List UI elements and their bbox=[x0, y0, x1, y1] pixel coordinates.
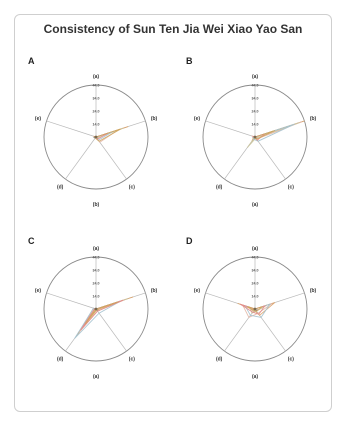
series-polygon bbox=[239, 303, 267, 315]
radar-panel-b: B4.014.024.034.044.0(a)(b)(c)(d)(e)(a) bbox=[186, 56, 317, 208]
axis-label-e: (e) bbox=[35, 116, 41, 122]
spoke-c bbox=[95, 308, 127, 352]
center-dot bbox=[94, 307, 98, 311]
tick-label: 14.0 bbox=[93, 294, 100, 298]
tick-label: 14.0 bbox=[252, 122, 259, 126]
panel-letter: D bbox=[186, 236, 193, 246]
tick-label: 24.0 bbox=[252, 281, 259, 285]
center-dot bbox=[94, 135, 98, 139]
radar-panel-d: D4.014.024.034.044.0(a)(b)(c)(d)(e)(a) bbox=[186, 236, 317, 380]
tick-label: 14.0 bbox=[252, 294, 259, 298]
axis-label-c: (c) bbox=[288, 356, 294, 362]
figure-frame: Consistency of Sun Ten Jia Wei Xiao Yao … bbox=[14, 14, 332, 412]
axis-label-e: (e) bbox=[35, 288, 41, 294]
tick-label: 34.0 bbox=[252, 268, 259, 272]
tick-label: 14.0 bbox=[93, 122, 100, 126]
bottom-label: (b) bbox=[93, 202, 100, 208]
axis-label-e: (e) bbox=[194, 116, 200, 122]
panel-letter: B bbox=[186, 56, 193, 66]
series-polygon bbox=[78, 298, 126, 333]
axis-label-b: (b) bbox=[310, 116, 317, 122]
bottom-label: (a) bbox=[252, 202, 258, 208]
axis-label-d: (d) bbox=[216, 184, 223, 190]
axis-label-d: (d) bbox=[216, 356, 223, 362]
axis-label-e: (e) bbox=[194, 288, 200, 294]
center-dot bbox=[253, 307, 257, 311]
spoke-d bbox=[65, 136, 97, 180]
tick-label: 34.0 bbox=[252, 96, 259, 100]
axis-label-a: (a) bbox=[93, 74, 99, 80]
spoke-c bbox=[95, 136, 127, 180]
spoke-c bbox=[254, 136, 286, 180]
spoke-e bbox=[46, 120, 97, 138]
axis-label-c: (c) bbox=[129, 184, 135, 190]
spoke-e bbox=[46, 292, 97, 310]
series-polygon bbox=[247, 306, 263, 312]
tick-label: 44.0 bbox=[252, 255, 259, 259]
axis-label-b: (b) bbox=[151, 116, 158, 122]
tick-label: 44.0 bbox=[93, 255, 100, 259]
axis-label-a: (a) bbox=[252, 74, 258, 80]
panel-letter: C bbox=[28, 236, 35, 246]
series-polygon bbox=[75, 296, 134, 337]
tick-label: 44.0 bbox=[252, 83, 259, 87]
axis-label-a: (a) bbox=[252, 246, 258, 252]
figure-title: Consistency of Sun Ten Jia Wei Xiao Yao … bbox=[43, 22, 303, 36]
bottom-label: (a) bbox=[252, 374, 258, 380]
axis-label-c: (c) bbox=[288, 184, 294, 190]
tick-label: 44.0 bbox=[93, 83, 100, 87]
spoke-c bbox=[254, 308, 286, 352]
center-dot bbox=[253, 135, 257, 139]
axis-label-c: (c) bbox=[129, 356, 135, 362]
tick-label: 24.0 bbox=[93, 109, 100, 113]
axis-label-d: (d) bbox=[57, 356, 64, 362]
tick-label: 24.0 bbox=[252, 109, 259, 113]
spoke-d bbox=[224, 308, 256, 352]
radar-panel-a: A4.014.024.034.044.0(a)(b)(c)(d)(e)(b) bbox=[28, 56, 158, 208]
spoke-e bbox=[205, 120, 256, 138]
tick-label: 24.0 bbox=[93, 281, 100, 285]
tick-label: 34.0 bbox=[93, 96, 100, 100]
bottom-label: (a) bbox=[93, 374, 99, 380]
axis-label-b: (b) bbox=[310, 288, 317, 294]
axis-label-a: (a) bbox=[93, 246, 99, 252]
panel-letter: A bbox=[28, 56, 35, 66]
radar-panel-c: C4.014.024.034.044.0(a)(b)(c)(d)(e)(a) bbox=[28, 236, 158, 380]
axis-label-b: (b) bbox=[151, 288, 158, 294]
tick-label: 34.0 bbox=[93, 268, 100, 272]
axis-label-d: (d) bbox=[57, 184, 64, 190]
